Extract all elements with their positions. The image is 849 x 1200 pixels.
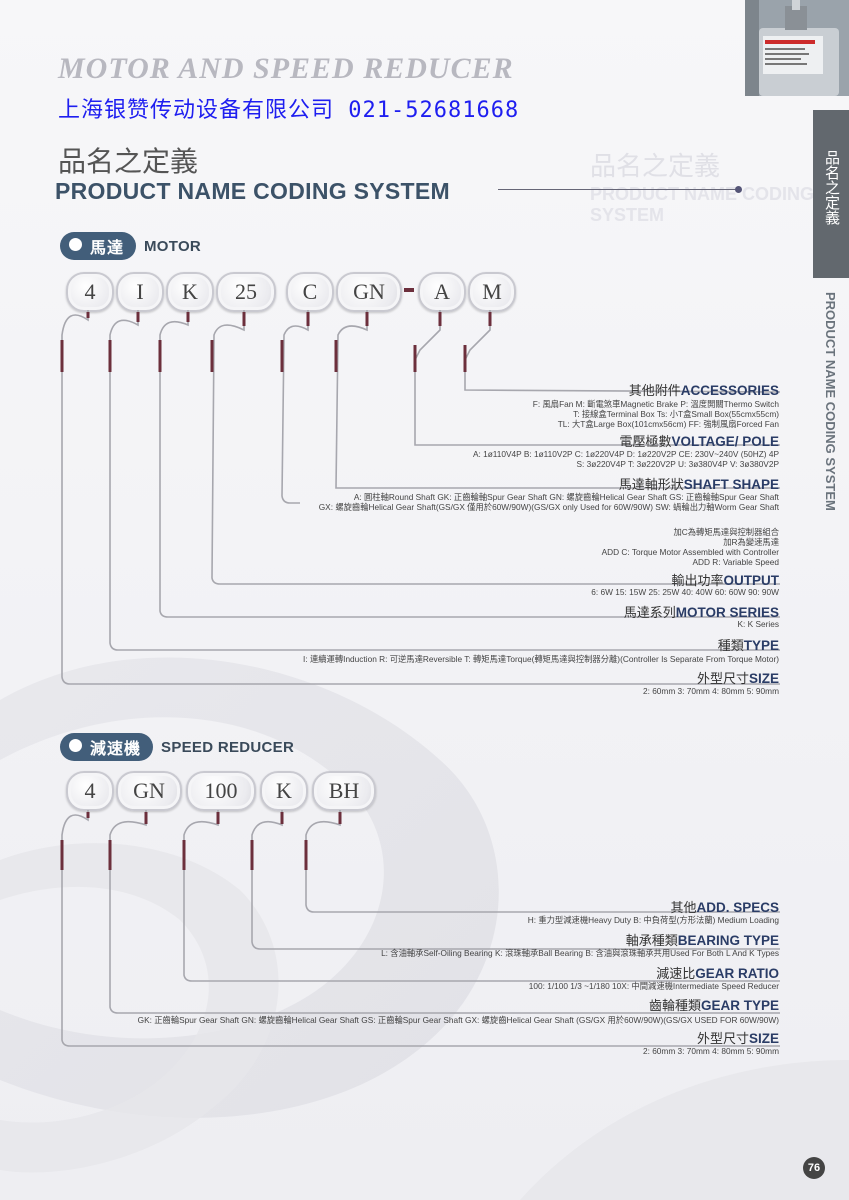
motor-group-label: 馬達 MOTOR [60, 232, 201, 260]
section-rule [498, 189, 738, 190]
ghost-watermark-zh: 品名之定義 [590, 151, 721, 181]
motor-type-desc-1: I: 連續運轉Induction R: 可逆馬達Reversible T: 轉矩… [303, 654, 779, 664]
side-tab-label-en: PRODUCT NAME CODING SYSTEM [823, 292, 838, 511]
motor-output-desc-1: 6: 6W 15: 15W 25: 25W 40: 40W 60: 60W 90… [591, 587, 779, 597]
motor-code-dash [404, 288, 414, 292]
reducer-code-gear-ratio: 100 [186, 771, 256, 811]
motor-type-title-en: TYPE [743, 638, 779, 653]
reducer-size-title-zh: 外型尺寸 [696, 1031, 749, 1046]
motor-size-desc-1: 2: 60mm 3: 70mm 4: 80mm 5: 90mm [642, 686, 779, 696]
motor-field-shaft-title: 馬達軸形狀SHAFT SHAPE [619, 474, 779, 493]
motor-field-size-title: 外型尺寸SIZE [697, 668, 779, 687]
motor-voltage-desc-1: A: 1ø110V4P B: 1ø110V2P C: 1ø220V4P D: 1… [472, 449, 779, 459]
section-rule-dot [735, 186, 742, 193]
section-title-zh: 品名之定義 [58, 145, 199, 178]
motor-label-zh: 馬達 [60, 232, 137, 260]
page-number: 76 [803, 1157, 825, 1179]
motor-code-voltage: A [418, 272, 466, 312]
motor-field-series-title: 馬達系列MOTOR SERIES [624, 602, 779, 621]
motor-shaft-desc-1: A: 圓柱軸Round Shaft GK: 正齒輪軸Spur Gear Shaf… [353, 492, 779, 502]
motor-accessories-desc-2: T: 接線盒Terminal Box Ts: 小T盒Small Box(55cm… [573, 409, 779, 419]
side-tab[interactable]: 品名之定義 [813, 110, 849, 278]
reducer-bearing-title-en: BEARING TYPE [677, 933, 779, 948]
motor-add-desc-1: 加C為轉矩馬達與控制器組合 [673, 527, 779, 537]
motor-accessories-desc-1: F: 風扇Fan M: 斷電煞車Magnetic Brake P: 溫度開關Th… [532, 399, 779, 409]
ghost-watermark-en: PRODUCT NAME CODING SYSTEM [590, 184, 814, 225]
motor-output-title-en: OUTPUT [723, 573, 780, 588]
company-contact-line: 上海银赞传动设备有限公司 021-52681668 [58, 98, 520, 123]
motor-series-desc-1: K: K Series [737, 619, 779, 629]
motor-code-shaft: GN [336, 272, 402, 312]
reducer-field-size-title: 外型尺寸SIZE [697, 1028, 779, 1047]
reducer-code-bearing: K [260, 771, 308, 811]
motor-label-en: MOTOR [144, 237, 202, 255]
motor-field-voltage-title: 電壓極數VOLTAGE/ POLE [619, 431, 779, 450]
reducer-gear-type-desc-1: GK: 正齒輪Spur Gear Shaft GN: 螺旋齒輪Helical G… [137, 1015, 779, 1025]
motor-series-title-zh: 馬達系列 [623, 605, 676, 620]
reducer-gear-type-title-zh: 齒輪種類 [648, 998, 701, 1013]
reducer-field-gear-type-title: 齒輪種類GEAR TYPE [649, 995, 779, 1014]
motor-accessories-title-zh: 其他附件 [628, 383, 681, 398]
motor-code-add: C [286, 272, 334, 312]
motor-shaft-title-en: SHAFT SHAPE [683, 477, 779, 492]
reducer-bearing-desc-1: L: 含油軸承Self-Oiling Bearing K: 滾珠軸承Ball B… [381, 948, 779, 958]
motor-voltage-title-zh: 電壓極數 [619, 434, 672, 449]
motor-type-title-zh: 種類 [717, 638, 744, 653]
reducer-add-specs-title-zh: 其他 [670, 900, 697, 915]
motor-accessories-desc-3: TL: 大T盒Large Box(101cmx56cm) FF: 強制風扇For… [557, 419, 779, 429]
motor-code-output: 25 [216, 272, 276, 312]
page-header-title: MOTOR AND SPEED REDUCER [58, 52, 514, 85]
motor-shaft-desc-2: GX: 螺旋齒輪Helical Gear Shaft(GS/GX 僅用於60W/… [318, 502, 779, 512]
reducer-code-add-specs: BH [312, 771, 376, 811]
reducer-size-desc-1: 2: 60mm 3: 70mm 4: 80mm 5: 90mm [642, 1046, 779, 1056]
reducer-gear-ratio-title-zh: 減速比 [656, 966, 696, 981]
reducer-field-add-specs-title: 其他ADD. SPECS [670, 897, 779, 916]
motor-code-accessories: M [468, 272, 516, 312]
reducer-group-label: 減速機 SPEED REDUCER [60, 733, 294, 761]
reducer-label-zh: 減速機 [60, 733, 154, 761]
reducer-gear-ratio-title-en: GEAR RATIO [695, 966, 779, 981]
reducer-field-bearing-title: 軸承種類BEARING TYPE [626, 930, 779, 949]
motor-field-accessories-title: 其他附件ACCESSORIES [629, 380, 779, 399]
motor-size-title-en: SIZE [748, 671, 779, 686]
motor-field-type-title: 種類TYPE [718, 635, 779, 654]
reducer-field-gear-ratio-title: 減速比GEAR RATIO [656, 963, 779, 982]
motor-voltage-desc-2: S: 3ø220V4P T: 3ø220V2P U: 3ø380V4P V: 3… [576, 459, 780, 469]
motor-voltage-title-en: VOLTAGE/ POLE [671, 434, 779, 449]
motor-add-desc-2: 加R為變速馬達 [723, 537, 779, 547]
reducer-gear-type-title-en: GEAR TYPE [700, 998, 779, 1013]
motor-output-title-zh: 輸出功率 [671, 573, 724, 588]
motor-code-series: K [166, 272, 214, 312]
reducer-gear-ratio-desc-1: 100: 1/100 1/3 ~1/180 10X: 中間減速機Intermed… [528, 981, 779, 991]
motor-series-title-en: MOTOR SERIES [675, 605, 779, 620]
reducer-bearing-title-zh: 軸承種類 [625, 933, 678, 948]
motor-shaft-title-zh: 馬達軸形狀 [618, 477, 684, 492]
motor-code-type: I [116, 272, 164, 312]
reducer-add-specs-desc-1: H: 重力型減速機Heavy Duty B: 中負荷型(方形法蘭) Medium… [527, 915, 779, 925]
motor-field-output-title: 輸出功率OUTPUT [671, 570, 779, 589]
motor-add-desc-3: ADD C: Torque Motor Assembled with Contr… [601, 547, 779, 557]
motor-size-title-zh: 外型尺寸 [696, 671, 749, 686]
motor-accessories-title-en: ACCESSORIES [680, 383, 779, 398]
motor-code-size: 4 [66, 272, 114, 312]
reducer-label-en: SPEED REDUCER [161, 738, 295, 756]
motor-product-photo [745, 0, 849, 96]
reducer-size-title-en: SIZE [748, 1031, 779, 1046]
reducer-code-size: 4 [66, 771, 114, 811]
motor-add-desc-4: ADD R: Variable Speed [692, 557, 779, 567]
side-tab-label-zh: 品名之定義 [823, 150, 840, 225]
reducer-code-gear-type: GN [116, 771, 182, 811]
section-title-en: PRODUCT NAME CODING SYSTEM [55, 178, 450, 204]
reducer-add-specs-title-en: ADD. SPECS [696, 900, 779, 915]
